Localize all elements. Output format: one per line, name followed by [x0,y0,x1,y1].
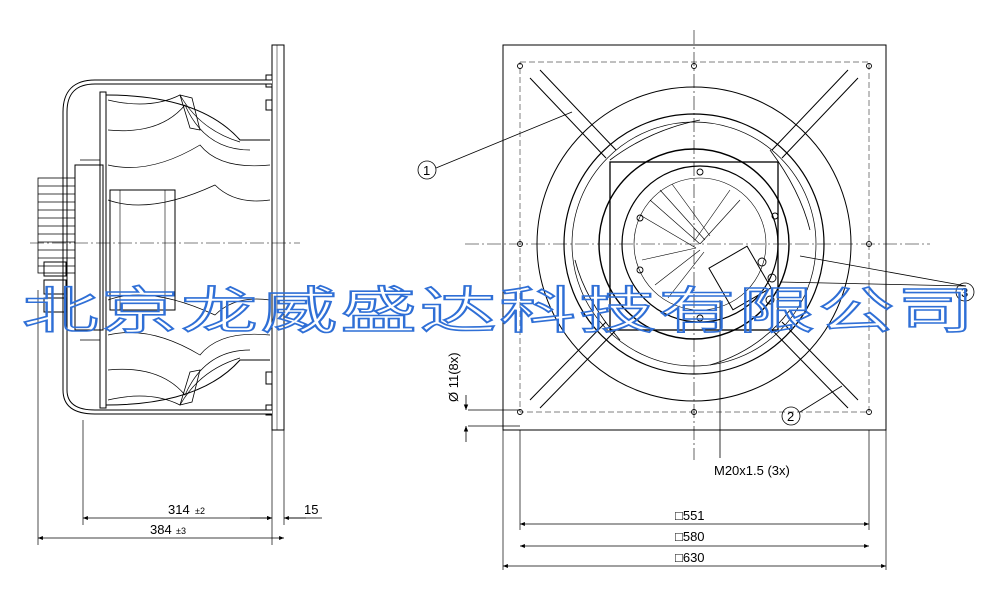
hole-pattern-square [519,61,870,413]
thread-callout: M20x1.5 (3x) [714,463,790,478]
dim-15-label: 15 [304,502,318,517]
side-bolt [265,371,273,385]
cable-gland [43,261,67,277]
dim-630-label: □630 [675,550,705,565]
dim-384-tolerance: ±3 [176,526,186,536]
side-bolt [265,99,273,111]
impeller-shroud-bottom [105,359,270,406]
guard-struts [529,69,859,409]
front-dimensions [502,430,887,570]
balloon-3 [955,282,975,302]
dim-580-label: □580 [675,529,705,544]
dim-551-label: □551 [675,508,705,523]
balloon-2 [781,406,801,426]
front-view [465,30,930,460]
side-view [30,44,300,431]
side-mounting-plate [271,44,285,431]
cable-glands-front [636,168,779,322]
front-mounting-plate [502,44,887,431]
guard-frame-outer [62,79,272,415]
balloon-1-label: 1 [423,163,430,178]
balloon-1 [417,160,437,180]
impeller-shroud-top [105,94,270,141]
callouts [417,111,975,458]
dim-314-tolerance: ±2 [195,506,205,516]
motor-fins [639,183,741,299]
heatsink [37,177,76,274]
motor-hub [109,189,176,311]
balloon-3-label: 3 [961,285,968,300]
cable-gland [43,297,67,313]
hole-callout: Ø 11(8x) [446,352,461,402]
cable-gland [43,279,67,295]
dim-384-label: 384 [150,522,172,537]
side-dimensions [37,290,322,545]
company-watermark: 北京龙威盛达科技有限公司 [22,282,977,340]
terminal-box [708,245,772,311]
balloon-2-label: 2 [787,409,794,424]
dim-314-label: 314 [168,502,190,517]
